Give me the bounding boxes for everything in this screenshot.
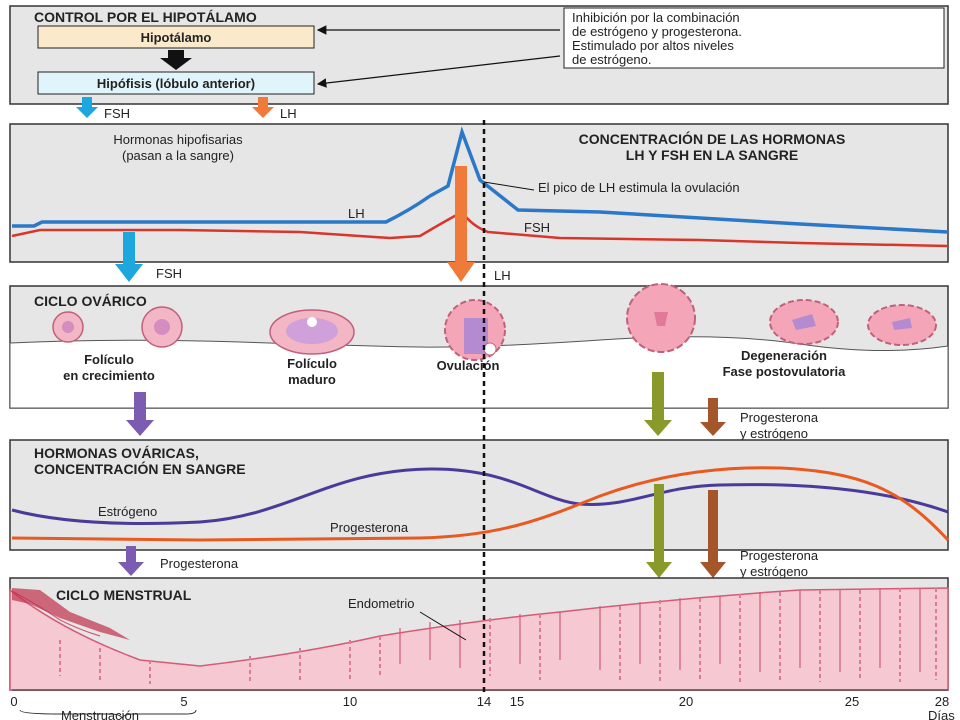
follicle-mature: [269, 309, 355, 355]
degeneration-label-1: Degeneración: [741, 348, 827, 363]
ovulation-label: Ovulación: [437, 358, 500, 373]
ovarian-hormones-title-1: HORMONAS OVÁRICAS,: [34, 445, 199, 461]
menstrual-shedding: [12, 588, 130, 640]
fsh-release-arrow: [76, 97, 98, 118]
hypothalamus-box: [37, 25, 315, 49]
follicle-growing-2: [141, 306, 183, 348]
feedback-note-line-1: Inhibición por la combinación: [572, 10, 740, 25]
lh-to-ovary-label: LH: [494, 268, 511, 283]
pituitary-label: Hipófisis (lóbulo anterior): [97, 76, 255, 91]
pituitary-hormones-panel: [9, 123, 949, 263]
lh-peak-pointer: [483, 181, 535, 191]
tick-day-14: 14: [477, 694, 491, 709]
follicle-ovulation: [444, 299, 506, 361]
tick-day-25: 25: [845, 694, 859, 709]
pituitary-box: [37, 71, 315, 95]
mature-follicle-label-1: Folículo: [287, 356, 337, 371]
ovarian-side-label-1: Progesterona: [740, 410, 819, 425]
feedback-note-box: [563, 7, 945, 69]
progesterone-curve: [11, 466, 950, 542]
feedback-note-line-3: Estimulado por altos niveles: [572, 38, 734, 53]
corpus-luteum-1: [626, 283, 696, 353]
tick-day-0: 0: [10, 694, 17, 709]
fsh-release-label: FSH: [104, 106, 130, 121]
ovary-to-blood-arrow: [126, 392, 154, 436]
menstruation-brace: [19, 709, 197, 720]
pituitary-hormones-label-1: Hormonas hipofisarias: [113, 132, 243, 147]
menstruation-label: Menstruación: [61, 708, 139, 720]
corpus-luteum-brown-arrow: [700, 398, 726, 436]
hormones-side-label-2: y estrógeno: [740, 564, 808, 579]
lh-curve: [12, 126, 949, 234]
tick-day-10: 10: [343, 694, 357, 709]
growing-follicle-label-1: Folículo: [84, 352, 134, 367]
lh-fsh-title-2: LH Y FSH EN LA SANGRE: [626, 147, 798, 163]
tick-day-5: 5: [180, 694, 187, 709]
lh-curve-label: LH: [348, 206, 365, 221]
hormones-brown-arrow: [700, 490, 726, 578]
progesterone-label: Progesterona: [330, 520, 409, 535]
hypothalamus-label: Hipotálamo: [141, 30, 212, 45]
day-axis: 0 5 10 14 15 20 25 28 Días Menstruación: [10, 689, 955, 720]
feedback-note-line-4: de estrógeno.: [572, 52, 652, 67]
endometrium-surface-fringe: [9, 588, 921, 672]
estrogen-curve: [11, 467, 949, 525]
hypothalamus-panel-title: CONTROL POR EL HIPOTÁLAMO: [34, 9, 257, 25]
fsh-curve-label: FSH: [524, 220, 550, 235]
corpus-luteum-3: [867, 304, 937, 346]
degeneration-label-2: Fase postovulatoria: [723, 364, 847, 379]
endometrium-lining: [9, 587, 949, 691]
lh-release-arrow: [252, 97, 274, 118]
corpus-luteum-2: [769, 299, 839, 345]
estrogen-label: Estrógeno: [98, 504, 157, 519]
ovarian-side-label-2: y estrógeno: [740, 426, 808, 441]
ovary-surface: [9, 336, 949, 409]
endometrium-glands: [59, 588, 937, 684]
endometrium-label: Endometrio: [348, 596, 414, 611]
progesterone-to-uterus-arrow: [118, 546, 144, 576]
stimulation-arrow: [316, 55, 561, 88]
endometrium-pointer: [419, 611, 467, 641]
pituitary-hormones-label-2: (pasan a la sangre): [122, 148, 234, 163]
lh-to-ovary-arrow: [447, 166, 475, 282]
ovarian-hormones-title-2: CONCENTRACIÓN EN SANGRE: [34, 460, 246, 477]
tick-day-28: 28: [935, 694, 949, 709]
lh-fsh-title-1: CONCENTRACIÓN DE LAS HORMONAS: [579, 130, 846, 147]
lh-release-label: LH: [280, 106, 297, 121]
tick-day-15: 15: [510, 694, 524, 709]
hormones-olive-arrow: [646, 484, 672, 578]
mature-follicle-label-2: maduro: [288, 372, 336, 387]
corpus-luteum-olive-arrow: [644, 372, 672, 436]
tick-day-20: 20: [679, 694, 693, 709]
follicle-growing-1: [52, 311, 84, 343]
hypothalamus-to-pituitary-arrow: [160, 50, 192, 70]
growing-follicle-label-2: en crecimiento: [63, 368, 155, 383]
axis-unit: Días: [928, 708, 955, 720]
hormones-side-label-1: Progesterona: [740, 548, 819, 563]
menstrual-cycle-title: CICLO MENSTRUAL: [56, 587, 192, 603]
feedback-note-line-2: de estrógeno y progesterona.: [572, 24, 742, 39]
lh-peak-note: El pico de LH estimula la ovulación: [538, 180, 740, 195]
fsh-to-ovary-label: FSH: [156, 266, 182, 281]
fsh-to-ovary-arrow: [115, 232, 143, 282]
progesterone-arrow-label: Progesterona: [160, 556, 239, 571]
ovarian-cycle-title: CICLO OVÁRICO: [34, 293, 147, 309]
